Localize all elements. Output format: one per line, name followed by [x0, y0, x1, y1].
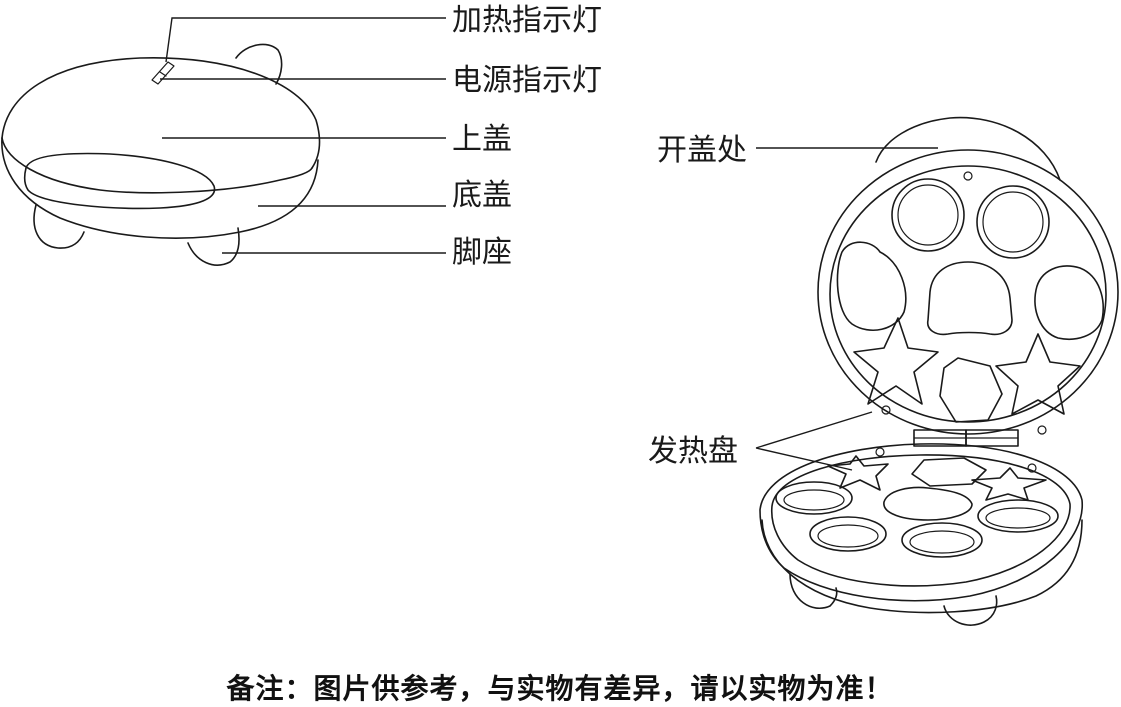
left-labels: 加热指示灯 电源指示灯 上盖 底盖 脚座: [452, 3, 602, 270]
label-heating-plate: 发热盘: [648, 434, 738, 469]
open-appliance-drawing: [759, 116, 1119, 626]
upper-cavity-round-left-inner: [897, 184, 959, 246]
lower-cavity-star-right: [971, 467, 1047, 501]
closed-appliance-drawing: [1, 43, 321, 266]
lid-rim: [1, 137, 313, 194]
right-leader-lines: [755, 147, 938, 471]
label-heating-indicator: 加热指示灯: [452, 3, 602, 38]
front-recess: [23, 152, 216, 210]
lower-cavity-hexagon: [911, 457, 987, 487]
lower-cavity-round-right: [977, 499, 1059, 533]
lower-cavity-round-left: [775, 481, 853, 515]
upper-screw-left: [881, 405, 891, 415]
label-foot: 脚座: [452, 235, 512, 270]
upper-plate-cavities: [836, 171, 1104, 435]
label-upper-lid: 上盖: [452, 122, 512, 157]
lower-cavity-round-front-right-inner: [909, 530, 975, 554]
hinge: [913, 429, 1019, 447]
upper-cavity-round-right-inner: [982, 191, 1044, 253]
bottom-housing-outline: [759, 443, 1083, 602]
indicator-light-divider: [159, 71, 167, 77]
footnote: 备注：图片供参考，与实物有差异，请以实物为准！: [225, 672, 893, 705]
leader-heating-indicator: [165, 17, 446, 63]
upper-cavity-round-right: [976, 185, 1050, 259]
lower-cavity-round-front-left: [809, 516, 887, 552]
upper-cavity-star-left: [853, 317, 939, 405]
closed-hinge-bump: [235, 43, 283, 85]
label-power-indicator: 电源指示灯: [452, 63, 602, 98]
left-leader-lines: [160, 17, 446, 254]
lower-screw-left: [875, 447, 885, 457]
upper-plate-rim: [829, 165, 1107, 423]
leader-heating-plate-upper: [755, 411, 873, 449]
upper-cavity-oval-right: [1034, 265, 1104, 340]
lower-cavity-round-left-inner: [783, 489, 845, 511]
left-foot: [33, 204, 85, 249]
upper-cavity-star-right: [995, 333, 1081, 415]
upper-cavity-round-left: [891, 178, 965, 252]
upper-screw-right: [1037, 425, 1047, 435]
lower-cavity-round-front-right: [901, 522, 983, 558]
right-labels: 开盖处 发热盘: [648, 133, 747, 469]
lower-cavity-round-right-inner: [985, 507, 1051, 529]
bottom-cover-outline: [1, 137, 319, 239]
upper-cavity-heart: [836, 241, 907, 332]
lower-plate-cavities: [775, 447, 1059, 558]
leader-heating-plate-lower: [755, 447, 853, 471]
lower-plate-rim: [770, 454, 1071, 587]
upper-cavity-bell: [926, 261, 1013, 336]
lower-cavity-round-front-left-inner: [817, 524, 879, 548]
label-bottom-cover: 底盖: [452, 178, 512, 213]
lower-cavity-star-left: [827, 455, 889, 491]
lid-opening-tab: [875, 116, 1061, 181]
right-foot: [187, 227, 240, 266]
lower-cavity-bell: [883, 486, 973, 521]
indicator-lights: [151, 61, 175, 85]
label-lid-opening: 开盖处: [657, 133, 747, 168]
upper-lid-outline: [1, 56, 321, 169]
lower-screw-right: [1027, 463, 1037, 473]
bottom-shell: [761, 519, 1083, 614]
upper-screw-top: [963, 171, 973, 181]
upper-cavity-hexagon: [939, 357, 1003, 423]
open-foot-right: [943, 595, 998, 626]
upper-lid-outer-ring: [817, 149, 1119, 435]
open-foot-left: [789, 573, 838, 609]
